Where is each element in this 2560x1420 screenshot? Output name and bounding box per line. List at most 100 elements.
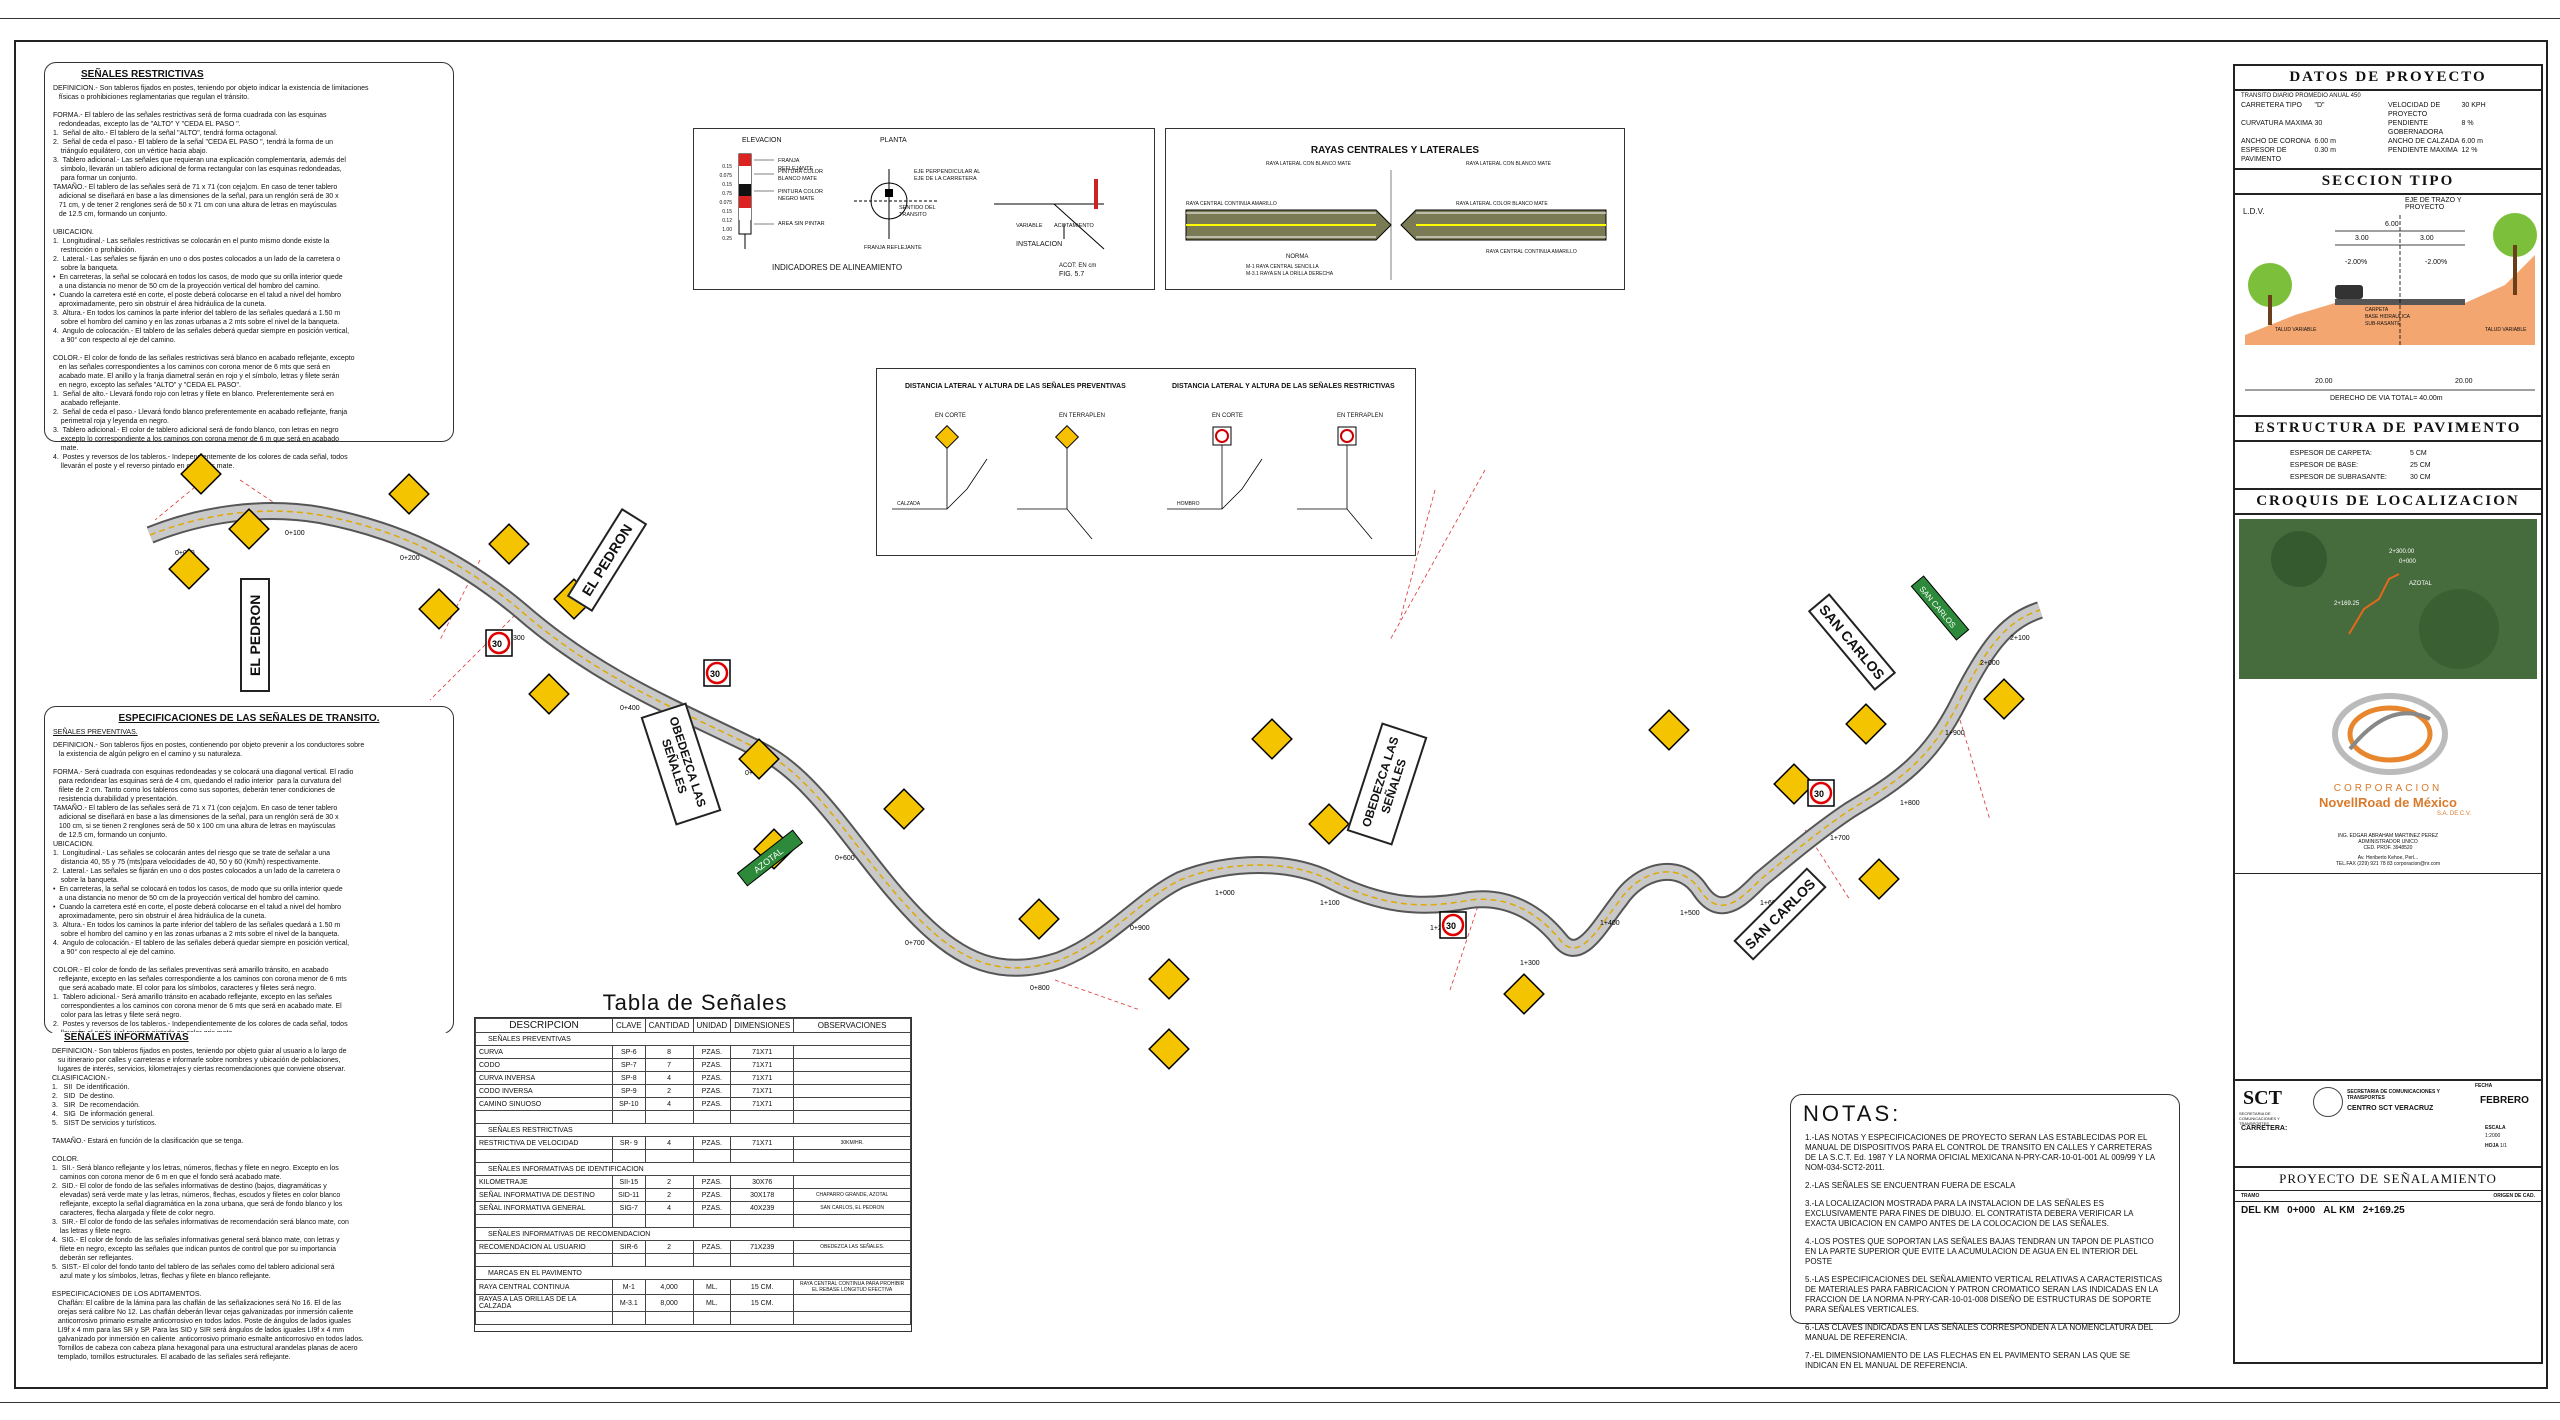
table-spacer-cell: [612, 1253, 646, 1267]
table-group-name: MARCAS EN EL PAVIMENTO: [475, 1266, 911, 1280]
pavement-row: ESPESOR DE CARPETA:5 CM: [2235, 448, 2541, 460]
km-station-11: 1+100: [1320, 900, 1340, 907]
project-data-cell: VELOCIDAD DE PROYECTO: [2388, 102, 2441, 118]
preventive-distance-title: DISTANCIA LATERAL Y ALTURA DE LAS SEÑALE…: [905, 383, 1126, 390]
sheet-value: 1/1: [2500, 1143, 2507, 1149]
speed-limit-4: 30: [1814, 789, 1824, 799]
location-sketch-title: CROQUIS DE LOCALIZACION: [2235, 488, 2541, 515]
green-destination-signs: AZOTAL SAN CARLOS: [736, 575, 1970, 887]
section-label-subrasante: SUB-RASANTE: [2365, 321, 2401, 327]
sct-center: CENTRO SCT VERACRUZ: [2347, 1105, 2434, 1112]
engineer-license: CED. PROF. 3948520: [2363, 845, 2413, 851]
table-group-row: SEÑALES RESTRICTIVAS: [475, 1123, 911, 1137]
to-km-value: 2+169.25: [2362, 1205, 2405, 1216]
signs-table-title: Tabla de Señales: [602, 990, 788, 1015]
km-station-1: 0+100: [285, 530, 305, 537]
note-item: 5.-LAS ESPECIFICACIONES DEL SEÑALAMIENTO…: [1805, 1275, 2163, 1314]
table-spacer-cell: [730, 1253, 795, 1267]
drawing-sheet: [14, 40, 2548, 1389]
restrictive-speed-signs: 30 30 30 30: [485, 629, 1835, 939]
signs-table-grid: DESCRIPCION CLAVE CANTIDAD UNIDAD DIMENS…: [475, 1018, 911, 1325]
title-block-spacer: [2235, 874, 2541, 1079]
alignment-dim-6: 0.15: [722, 209, 732, 215]
alignment-dims: 0.15 0.075 0.15 0.75 0.075 0.15 0.12 1.0…: [704, 163, 732, 244]
preventive-signs: [168, 453, 2025, 1070]
table-spacer-cell: [475, 1311, 613, 1325]
el-pedron-sign-1-text: EL PEDRON: [247, 594, 263, 676]
project-data-cell: ANCHO DE CORONA: [2241, 138, 2311, 145]
pavement-thickness: 5 CM: [2410, 450, 2427, 457]
note-item: 2.-LAS SEÑALES SE ENCUENTRAN FUERA DE ES…: [1805, 1181, 2016, 1190]
center-lines-label-5: NORMA: [1286, 254, 1309, 260]
restrictive-title: SEÑALES RESTRICTIVAS: [81, 69, 204, 80]
alignment-label-3: PINTURA COLOR NEGRO MATE: [778, 189, 823, 202]
pavement-row: ESPESOR DE SUBRASANTE:30 CM: [2235, 472, 2541, 484]
section-label-axis: EJE DE TRAZO Y PROYECTO: [2405, 197, 2462, 211]
company-address: Av. Heriberto Kehoe, Perl...: [2357, 855, 2419, 861]
company-logo: [2332, 693, 2448, 775]
alignment-dim-4: 0.75: [722, 191, 732, 197]
table-cell: 4: [644, 1071, 694, 1085]
company-phone: TEL.FAX (229) 921 78 83 corporacion@nr.c…: [2335, 861, 2441, 867]
table-spacer-cell: [692, 1214, 732, 1228]
table-spacer-cell: [730, 1110, 795, 1124]
sct-logo: SCT: [2243, 1087, 2282, 1109]
table-cell: [793, 1045, 911, 1059]
table-cell: SP-7: [612, 1058, 646, 1072]
km-station-13: 1+300: [1520, 960, 1540, 967]
km-station-18: 1+800: [1900, 800, 1920, 807]
el-pedron-sign-1: EL PEDRON: [240, 578, 270, 692]
alignment-dim-7: 0.12: [722, 218, 732, 224]
tramo-label: TRAMO: [2241, 1193, 2260, 1199]
preventive-subtitle: SEÑALES PREVENTIVAS.: [53, 729, 138, 736]
km-station-3: 0+300: [505, 635, 525, 642]
center-lines-label-2: RAYA CENTRAL CONTINUA AMARILLO: [1186, 201, 1277, 207]
table-cell: 71X71: [730, 1136, 795, 1150]
table-spacer-cell: [793, 1110, 911, 1124]
table-group-row: SEÑALES INFORMATIVAS DE IDENTIFICACION: [475, 1162, 911, 1176]
notes-panel: NOTAS: 1.-LAS NOTAS Y ESPECIFICACIONES D…: [1790, 1094, 2180, 1370]
km-station-19: 1+900: [1945, 730, 1965, 737]
signs-table-header-row: DESCRIPCION CLAVE CANTIDAD UNIDAD DIMENS…: [475, 1018, 911, 1033]
table-cell: SP-8: [612, 1071, 646, 1085]
table-spacer-row: [475, 1311, 911, 1325]
elevation-label: ELEVACION: [742, 137, 782, 144]
table-cell: 8,000: [644, 1294, 694, 1312]
table-cell: CHAPARRO GRANDE, AZOTAL: [793, 1188, 911, 1202]
table-spacer-cell: [692, 1149, 732, 1163]
pavement-structure-title: ESTRUCTURA DE PAVIMENTO: [2235, 415, 2541, 442]
title-block: DATOS DE PROYECTO TRANSITO DIARIO PROMED…: [2233, 64, 2543, 1364]
center-lines-label-3: RAYA LATERAL COLOR BLANCO MATE: [1456, 201, 1548, 207]
table-cell: [793, 1084, 911, 1098]
table-group-name: SEÑALES PREVENTIVAS: [475, 1032, 911, 1046]
top-border-line: [0, 18, 2560, 19]
table-cell: 30KM/HR.: [793, 1136, 911, 1150]
speed-limit-1: 30: [492, 639, 502, 649]
table-cell: SIR-6: [612, 1240, 646, 1254]
informative-signs-spec: SEÑALES INFORMATIVAS DEFINICION.- Son ta…: [44, 1032, 454, 1372]
informative-title: SEÑALES INFORMATIVAS: [64, 1032, 189, 1043]
table-cell: 8: [644, 1045, 694, 1059]
table-group-name: SEÑALES RESTRICTIVAS: [475, 1123, 911, 1137]
table-spacer-cell: [475, 1214, 613, 1228]
section-label-talud-right: TALUD VARIABLE: [2485, 327, 2527, 333]
scale-value: 1:2000: [2485, 1133, 2501, 1139]
table-cell: 30X76: [730, 1175, 795, 1189]
km-station-9: 0+900: [1130, 925, 1150, 932]
table-cell: PZAS.: [692, 1097, 732, 1111]
plan-label: PLANTA: [880, 137, 907, 144]
table-cell: CURVA INVERSA: [475, 1071, 613, 1085]
table-group-name: SEÑALES INFORMATIVAS DE RECOMENDACION: [475, 1227, 911, 1241]
preventive-signs-spec: ESPECIFICACIONES DE LAS SEÑALES DE TRANS…: [44, 706, 454, 1037]
alignment-indicators-detail: ELEVACION PLANTA FRANJA REFLEJANTE PINTU…: [693, 128, 1155, 290]
preventive-cut-label: EN CORTE: [935, 413, 966, 419]
center-lines-label-7: M-3.1 RAYA EN LA ORILLA DERECHA: [1246, 271, 1334, 277]
table-group-row: SEÑALES PREVENTIVAS: [475, 1032, 911, 1046]
table-cell: ML.: [692, 1279, 732, 1295]
from-km-value: 0+000: [2287, 1205, 2316, 1216]
san-carlos-green-sign: SAN CARLOS: [1917, 585, 1957, 630]
company-name-line-3: S.A. DE C.V.: [2436, 811, 2471, 817]
